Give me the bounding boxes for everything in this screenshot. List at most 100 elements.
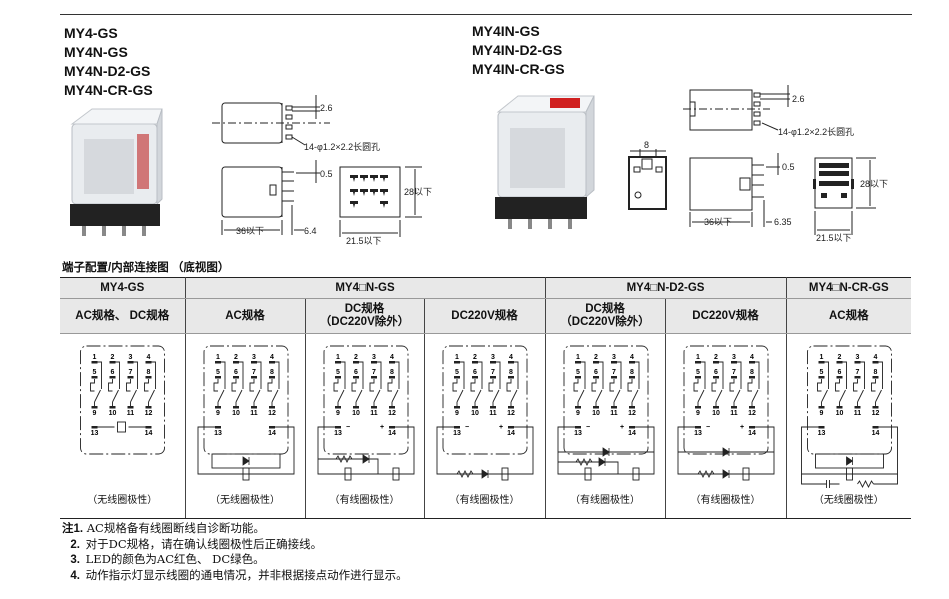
pin-number: 5 xyxy=(336,369,340,376)
terminal xyxy=(471,376,478,379)
terminal xyxy=(145,376,152,379)
pin-number: 2 xyxy=(234,354,238,361)
external-circuit xyxy=(436,426,533,475)
pin-number: 14 xyxy=(388,430,396,437)
polarity-caption: （无线圈极性） xyxy=(813,495,884,506)
model-name: MY4IN-D2-GS xyxy=(472,42,563,58)
terminal xyxy=(854,406,861,409)
column-header: AC规格、 DC规格 xyxy=(60,298,186,334)
terminal xyxy=(730,376,737,379)
contact xyxy=(470,361,482,407)
dim-length: 36以下 xyxy=(236,226,264,236)
led-icon xyxy=(722,447,730,457)
led-icon xyxy=(481,469,489,479)
contact xyxy=(506,361,518,407)
pin-number: 11 xyxy=(127,410,135,417)
note-num: 1. xyxy=(73,523,84,535)
resistor xyxy=(575,457,592,467)
dim-length: 36以下 xyxy=(704,217,732,227)
pin-number: 7 xyxy=(491,369,495,376)
terminal xyxy=(334,376,341,379)
terminal xyxy=(250,361,257,364)
pin-number: 13 xyxy=(91,430,99,437)
pin-number: 3 xyxy=(855,354,859,361)
pin-number: 6 xyxy=(594,369,598,376)
resistor xyxy=(856,479,874,489)
pin-number: 10 xyxy=(232,410,240,417)
dim-pin-pitch: 2.6 xyxy=(792,94,805,104)
pin-number: 2 xyxy=(594,354,598,361)
terminal xyxy=(489,406,496,409)
terminal xyxy=(370,376,377,379)
terminal xyxy=(694,406,701,409)
pin-number: 9 xyxy=(455,410,459,417)
model-name: MY4-GS xyxy=(64,25,118,41)
pin-number: 3 xyxy=(252,354,256,361)
coil xyxy=(742,467,749,481)
polarity-caption: （有线圈极性） xyxy=(449,495,520,506)
pin-number: 13 xyxy=(453,430,461,437)
plus-sign: + xyxy=(379,424,383,431)
terminal xyxy=(388,406,395,409)
pin-number: 13 xyxy=(214,430,222,437)
contact xyxy=(711,361,723,407)
dim-height: 28以下 xyxy=(404,187,432,197)
contact xyxy=(729,361,741,407)
terminal xyxy=(109,376,116,379)
pin-number: 4 xyxy=(630,354,634,361)
pin-number: 6 xyxy=(714,369,718,376)
terminal xyxy=(352,406,359,409)
contact xyxy=(816,361,829,407)
pin-number: 9 xyxy=(819,410,823,417)
group-header: MY4□N-CR-GS xyxy=(785,277,912,299)
terminal xyxy=(232,361,239,364)
right-model-list: MY4IN-GS MY4IN-D2-GS MY4IN-CR-GS xyxy=(472,22,565,79)
terminal xyxy=(712,361,719,364)
pin-number: 9 xyxy=(216,410,220,417)
column-header: DC220V规格 xyxy=(423,298,546,334)
pin-number: 5 xyxy=(819,369,823,376)
left-model-list: MY4-GS MY4N-GS MY4N-D2-GS MY4N-CR-GS xyxy=(64,24,153,100)
contact xyxy=(90,361,102,407)
contact xyxy=(108,361,120,407)
pin-number: 1 xyxy=(336,354,340,361)
model-name: MY4N-D2-GS xyxy=(64,63,151,79)
pin-number: 11 xyxy=(730,410,738,417)
note-text: 动作指示灯显示线圈的通电情况，并非根据接点动作进行显示。 xyxy=(85,567,408,582)
terminal xyxy=(268,361,275,364)
column-label: AC规格、 DC规格 xyxy=(75,309,170,322)
contact xyxy=(231,361,243,407)
note-num: 4. xyxy=(70,569,80,582)
column-label: AC规格 xyxy=(225,309,265,322)
terminal xyxy=(388,361,395,364)
polarity-caption: （无线圈极性） xyxy=(87,495,158,506)
pin-number: 11 xyxy=(853,410,861,417)
column-header: DC规格（DC220V除外） xyxy=(304,298,425,334)
pin-number: 2 xyxy=(354,354,358,361)
pin-number: 1 xyxy=(93,354,97,361)
pin-number: 4 xyxy=(509,354,513,361)
terminal xyxy=(127,361,134,364)
dim-top-width: 8 xyxy=(644,140,649,150)
pin-number: 11 xyxy=(250,410,258,417)
led-icon xyxy=(362,454,370,464)
led-icon xyxy=(602,447,610,457)
terminal xyxy=(370,361,377,364)
resistor xyxy=(456,469,473,479)
column-label: DC规格 xyxy=(585,303,625,315)
pin-number: 7 xyxy=(612,369,616,376)
terminal xyxy=(145,406,152,409)
contact xyxy=(144,361,156,407)
terminal xyxy=(818,376,825,379)
terminal xyxy=(370,406,377,409)
terminal xyxy=(610,376,617,379)
external-circuit xyxy=(800,426,898,475)
note-num: 2. xyxy=(70,538,80,551)
pin-number: 10 xyxy=(109,410,117,417)
pin-number: 8 xyxy=(873,369,877,376)
pin-number: 8 xyxy=(270,369,274,376)
led-icon xyxy=(845,456,853,466)
column-label: AC规格 xyxy=(828,309,869,322)
terminal xyxy=(489,376,496,379)
led-icon xyxy=(242,456,250,466)
